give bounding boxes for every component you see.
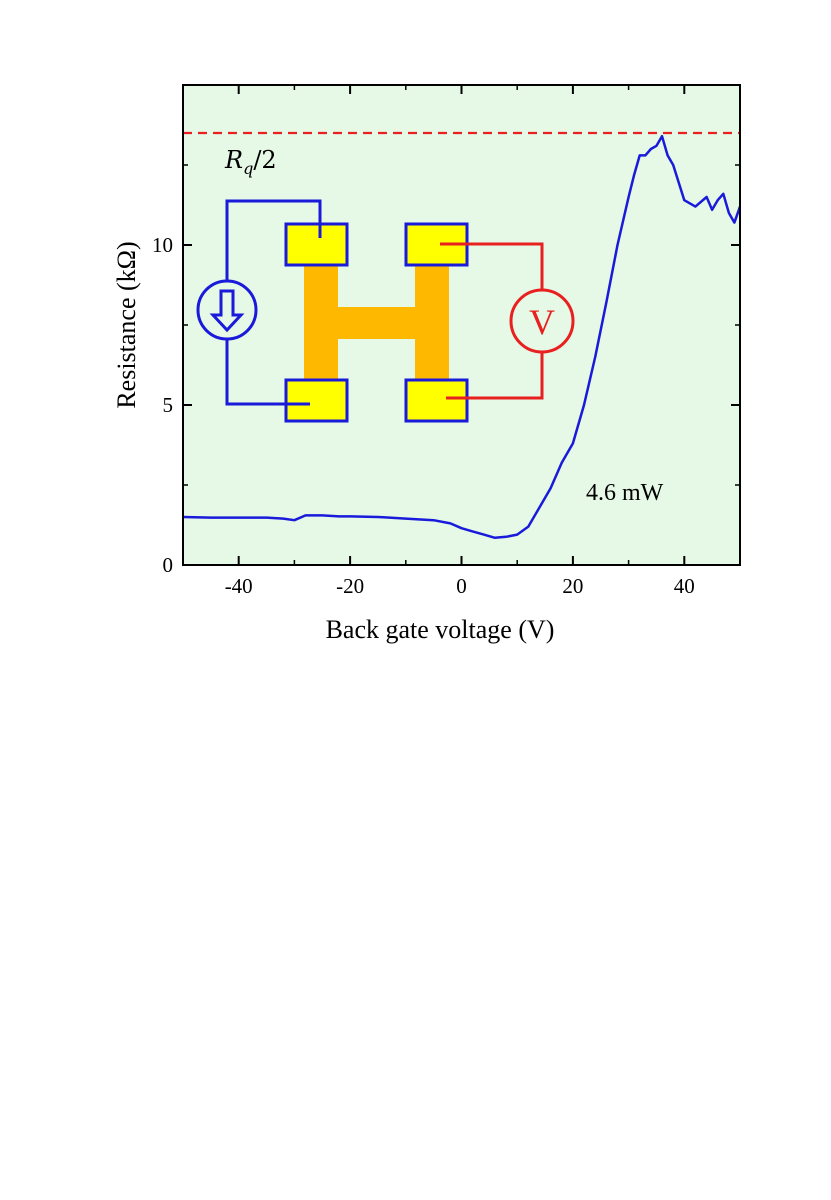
- current-source-circle: [196, 279, 258, 341]
- rq-base: R: [224, 146, 243, 174]
- y-tick-label: 5: [163, 393, 174, 417]
- inset-schematic: V: [196, 199, 575, 423]
- power-annotation: 4.6 mW: [586, 480, 664, 506]
- x-tick-label: -20: [336, 574, 364, 598]
- contact-pad-top-left: [284, 222, 349, 267]
- current-source-wire-top: [225, 199, 322, 280]
- plot-background: [183, 85, 740, 565]
- contact-pad-bottom-right: [404, 378, 469, 423]
- x-axis-title: Back gate voltage (V): [326, 615, 555, 644]
- sample-h-right-bar: [415, 262, 449, 380]
- y-tick-label: 10: [152, 233, 173, 257]
- resistance-series-line: [182, 134, 742, 540]
- voltmeter-wire-top: [440, 242, 544, 290]
- sample-h-crossbar: [338, 307, 415, 339]
- down-arrow-icon: [209, 289, 245, 333]
- contact-pad-bottom-left: [284, 378, 349, 423]
- x-tick-label: 20: [562, 574, 583, 598]
- voltmeter-circle: [509, 288, 575, 354]
- x-tick-label: 40: [674, 574, 695, 598]
- x-tick-label: -40: [225, 574, 253, 598]
- y-tick-label: 0: [163, 553, 174, 577]
- rq-half-label: Rq/2: [224, 146, 277, 178]
- voltmeter-label: V: [529, 302, 555, 342]
- rq-subscript: q: [243, 159, 253, 178]
- sample-h-left-bar: [304, 262, 338, 380]
- y-axis-title: Resistance (kΩ): [112, 241, 141, 408]
- current-source-wire-bottom: [225, 340, 310, 406]
- plot-frame: [182, 84, 741, 566]
- voltmeter-wire-bottom: [446, 352, 544, 400]
- x-tick-label: 0: [456, 574, 467, 598]
- rq-rest: /2: [253, 146, 276, 174]
